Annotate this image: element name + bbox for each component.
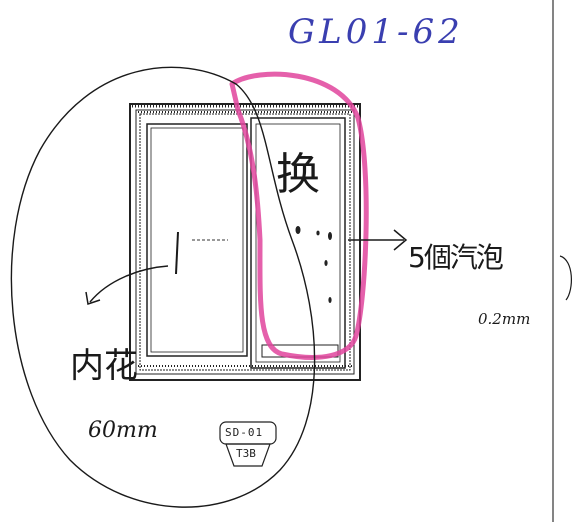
stamp-code: SD-01 (225, 426, 264, 439)
arrow-left (85, 265, 169, 305)
bubbles-size: 0.2mm (478, 310, 531, 328)
bubbles-label: 5個汽泡 (408, 241, 504, 274)
stamp-subcode: T3B (236, 447, 256, 460)
crack-label: 内花 (70, 346, 138, 386)
inspection-stamp (219, 421, 277, 467)
reference-code: GL01-62 (288, 12, 464, 52)
edge-bracket (559, 255, 572, 301)
pink-highlight (229, 71, 369, 360)
bubble-dots (295, 226, 332, 303)
arrow-right (348, 229, 408, 251)
change-mark: 换 (276, 149, 320, 200)
sash-stroke (175, 231, 179, 275)
window-frame (129, 103, 361, 381)
circle-annotation (10, 66, 316, 508)
crack-size: 60mm (88, 418, 158, 443)
